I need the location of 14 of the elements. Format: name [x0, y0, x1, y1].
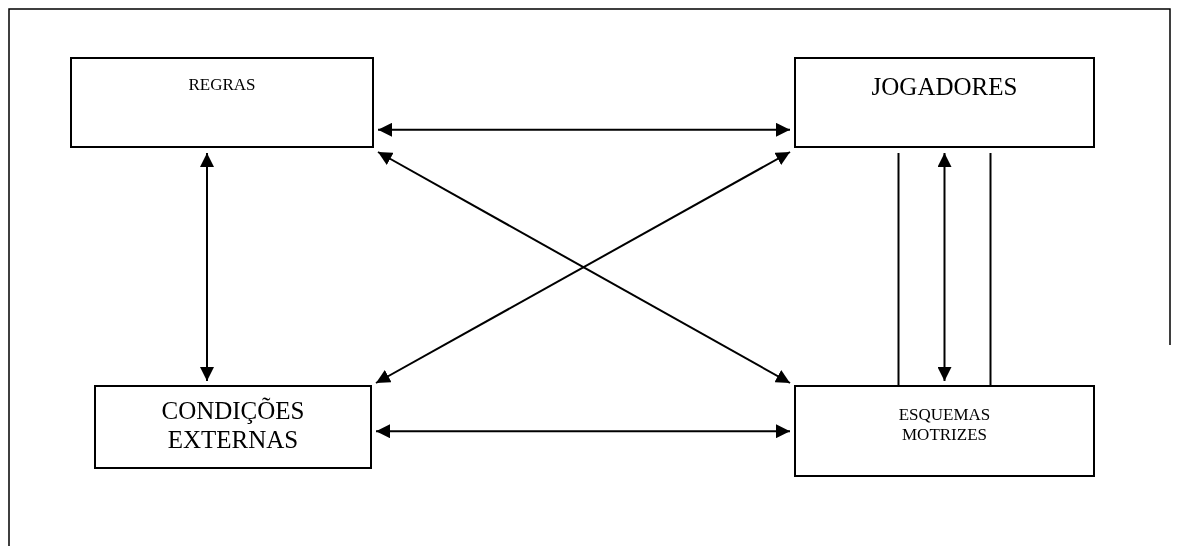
process-box	[94, 385, 372, 469]
connector-line	[897, 152, 900, 386]
box-label: JOGADORES	[870, 73, 1019, 102]
box-label: CONDIÇÕES EXTERNAS	[160, 397, 306, 455]
connector-line	[989, 152, 992, 386]
process-box	[794, 57, 1095, 148]
double-arrow	[937, 152, 952, 382]
box-label: REGRAS	[187, 75, 257, 95]
double-arrow	[375, 424, 791, 439]
box-label: ESQUEMAS MOTRIZES	[897, 405, 992, 445]
process-box	[794, 385, 1095, 477]
process-box	[70, 57, 374, 148]
double-arrow	[200, 152, 214, 382]
double-arrow	[377, 122, 791, 137]
